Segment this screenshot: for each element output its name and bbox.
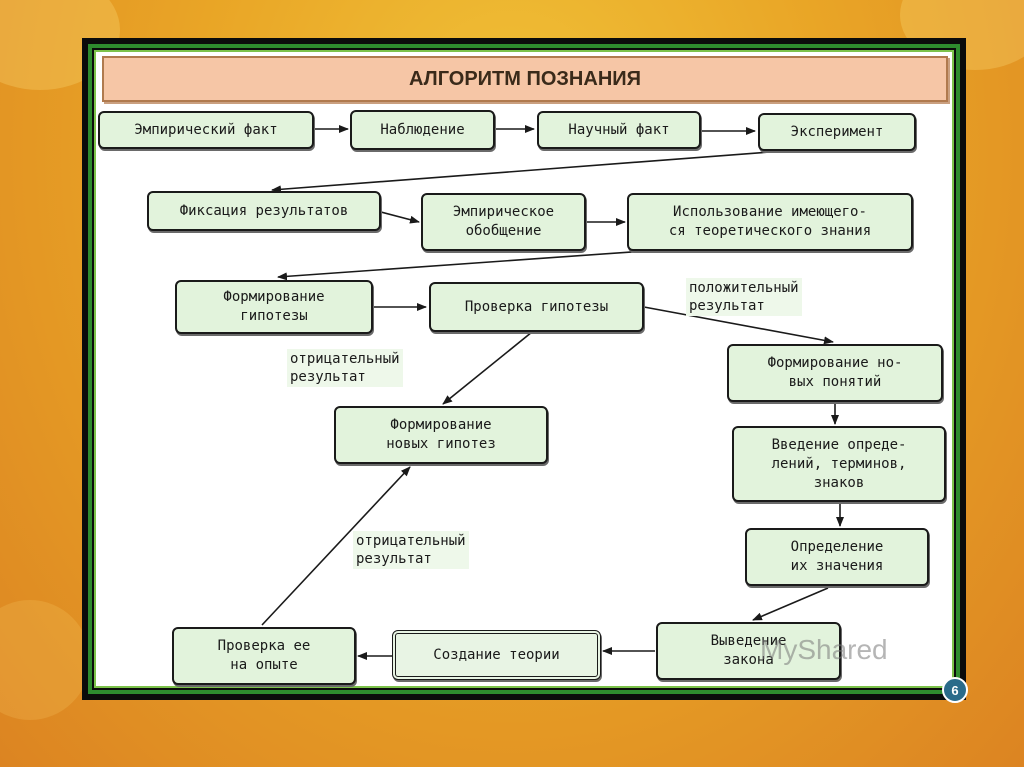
watermark: MyShared	[760, 634, 888, 665]
arrow-check-to-new-hypotheses	[442, 331, 533, 405]
node-empirical-generalization: Эмпирическое обобщение	[421, 193, 586, 251]
slide-frame-border	[88, 44, 960, 694]
arrow-experiment-to-fixation	[271, 151, 771, 194]
arrow-meaning-to-law	[752, 587, 829, 621]
node-law-derivation: Выведение закона	[656, 622, 841, 680]
label-positive-result: положительный результат	[686, 278, 802, 316]
node-hypothesis-formation: Формирование гипотезы	[175, 280, 373, 334]
node-observation: Наблюдение	[350, 110, 495, 150]
node-empirical-fact: Эмпирический факт	[98, 111, 314, 149]
node-experience-check: Проверка ее на опыте	[172, 627, 356, 685]
node-use-theory: Использование имеющего- ся теоретическог…	[627, 193, 913, 251]
slide-frame-inner-border	[94, 50, 954, 688]
diagram-title: АЛГОРИТМ ПОЗНАНИЯ	[102, 56, 948, 102]
arrow-check-to-new-concepts	[643, 306, 834, 345]
node-experiment: Эксперимент	[758, 113, 916, 151]
node-meaning: Определение их значения	[745, 528, 929, 586]
node-definitions: Введение опреде- лений, терминов, знаков	[732, 426, 946, 502]
label-negative-result: отрицательный результат	[353, 531, 469, 569]
slide-number-badge: 6	[942, 677, 968, 703]
arrow-fixation-to-generalization	[380, 211, 420, 224]
label-negative-result: отрицательный результат	[287, 349, 403, 387]
arrow-theory-use-to-hypothesis	[277, 250, 646, 281]
node-new-hypotheses: Формирование новых гипотез	[334, 406, 548, 464]
node-theory-creation: Создание теории	[392, 630, 601, 680]
node-hypothesis-check: Проверка гипотезы	[429, 282, 644, 332]
node-fixation: Фиксация результатов	[147, 191, 381, 231]
node-new-concepts: Формирование но- вых понятий	[727, 344, 943, 402]
arrow-experience-to-new-hypotheses	[261, 466, 411, 626]
node-scientific-fact: Научный факт	[537, 111, 701, 149]
